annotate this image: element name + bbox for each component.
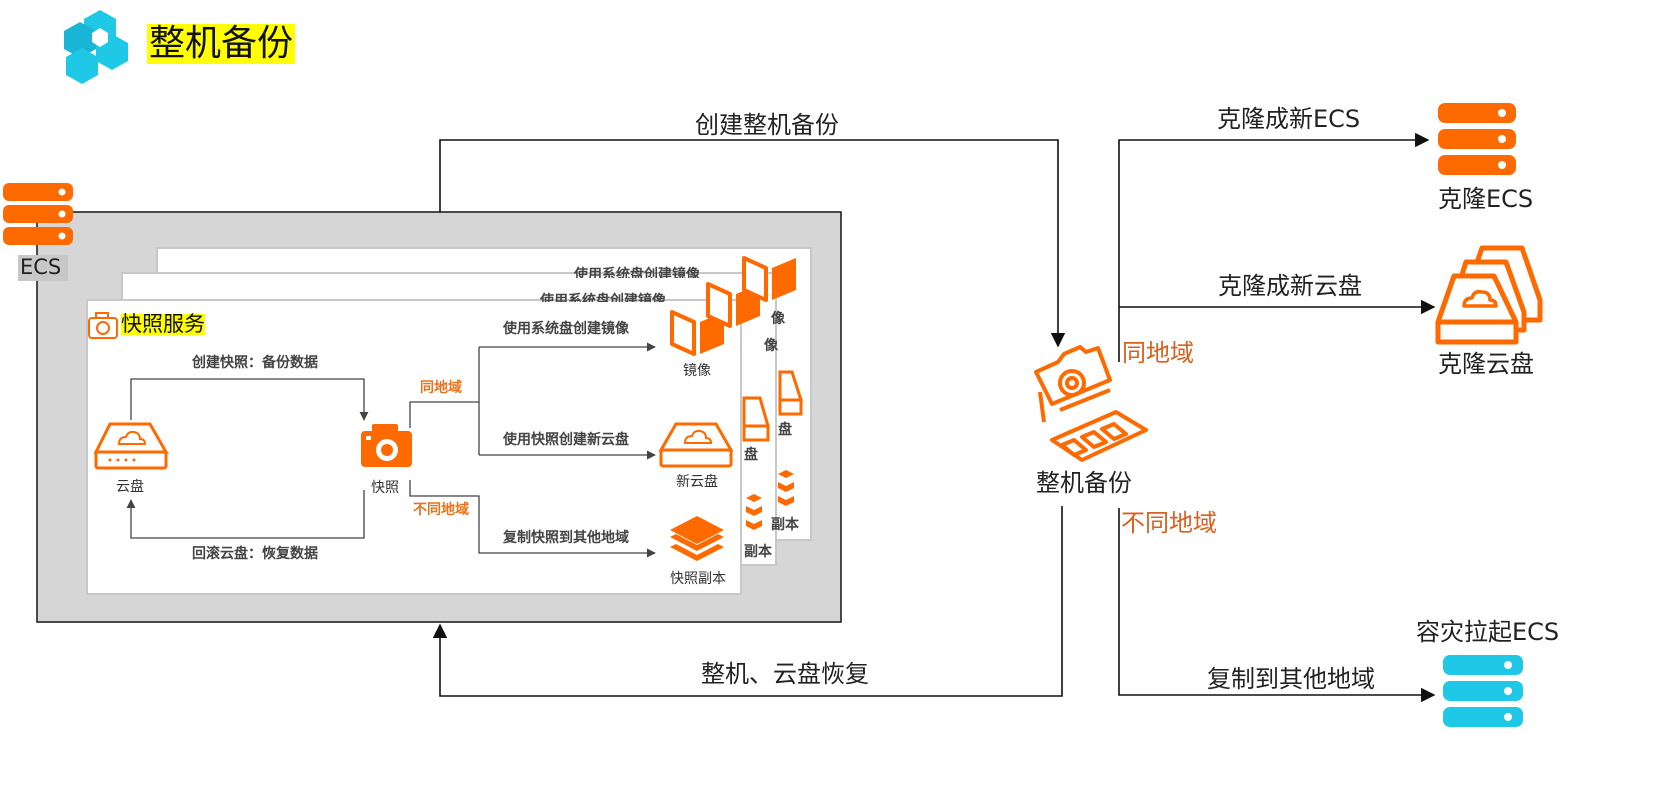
ghost-create-image-2: 使用系统盘创建镜像 [540, 293, 666, 302]
ecs-server-icon [3, 183, 73, 245]
rollback-label: 回滚云盘：恢复数据 [192, 546, 318, 562]
restore-arrow [432, 506, 1063, 697]
copy-region-label: 复制到其他地域 [1207, 665, 1375, 693]
rollback-line [126, 490, 365, 539]
clone-ecs-server-icon [1438, 103, 1516, 175]
snapshot-service-icon [88, 312, 118, 339]
ghost-create-image-3: 使用系统盘创建镜像 [574, 267, 700, 278]
image-label: 镜像 [683, 363, 711, 379]
dr-ecs-label: 容灾拉起ECS [1416, 618, 1560, 646]
snapshot-panel-front [86, 299, 742, 595]
new-disk-label: 新云盘 [676, 474, 718, 490]
ecs-label: ECS [20, 255, 62, 279]
clone-ecs-arrow [1118, 132, 1430, 362]
new-disk-icon [658, 422, 734, 468]
clone-disk-icon [1435, 245, 1543, 345]
copy-region-arrow [1118, 508, 1436, 703]
page-title: 整机备份 [147, 23, 296, 64]
ghost-copy-tail-2: 副本 [771, 517, 799, 533]
create-image-label: 使用系统盘创建镜像 [503, 321, 629, 337]
create-backup-label: 创建整机备份 [695, 111, 839, 139]
snapshot-label: 快照 [371, 480, 399, 496]
same-region-label: 同地域 [1122, 339, 1194, 367]
copy-snapshot-label: 复制快照到其他地域 [503, 530, 629, 546]
snapshot-service-title: 快照服务 [121, 312, 205, 336]
whole-backup-icon [1034, 345, 1148, 462]
clone-disk-label: 克隆云盘 [1438, 350, 1534, 378]
dr-ecs-server-icon [1443, 655, 1523, 727]
cloud-disk-icon [93, 422, 169, 470]
snapshot-copy-icon [670, 516, 724, 561]
backup-node-label: 整机备份 [1036, 469, 1132, 497]
copy-snapshot-line [409, 480, 656, 558]
ghost-copy-tail: 副本 [744, 544, 772, 560]
snapshot-copy-label: 快照副本 [670, 571, 726, 587]
inner-same-region-label: 同地域 [420, 380, 462, 396]
snapshot-camera-icon [361, 424, 412, 467]
create-disk-label: 使用快照创建新云盘 [503, 432, 629, 448]
product-logo-icon [64, 10, 128, 84]
clone-ecs-label: 克隆ECS [1438, 185, 1534, 213]
diff-region-label: 不同地域 [1121, 509, 1217, 537]
restore-label: 整机、云盘恢复 [701, 660, 869, 688]
cloud-disk-label: 云盘 [116, 479, 144, 495]
create-snapshot-label: 创建快照：备份数据 [192, 355, 318, 371]
ghost-image-tail: 像 [764, 338, 778, 354]
ghost-disk-tail: 盘 [744, 447, 758, 463]
clone-disk-action-label: 克隆成新云盘 [1218, 272, 1362, 300]
same-region-bracket [409, 401, 479, 428]
ghost-image-tail-2: 像 [771, 311, 785, 327]
create-snapshot-line [130, 378, 369, 421]
ghost-disk-tail-2: 盘 [778, 422, 792, 438]
clone-ecs-action-label: 克隆成新ECS [1217, 105, 1361, 133]
create-backup-arrow [439, 139, 1066, 348]
inner-diff-region-label: 不同地域 [413, 502, 469, 518]
